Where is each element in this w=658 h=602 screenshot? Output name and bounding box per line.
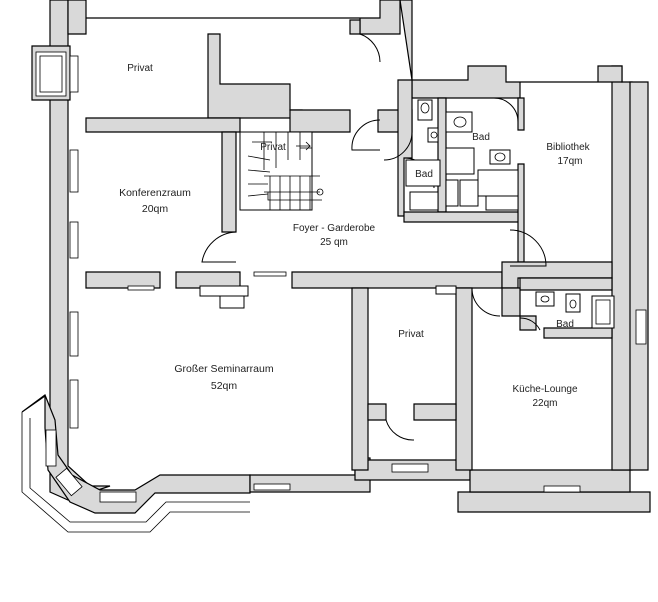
wall-foyer-bottom [291,271,503,289]
wall-bath-r-inner [519,315,537,331]
wall-privat-top-inner [349,19,361,35]
label-konferenz-area: 20qm [142,203,169,215]
wall-right-exterior [611,65,633,471]
wall-bath-right [517,97,525,131]
wall-kueche-bottom [469,469,631,493]
windows [45,55,647,503]
room-labels: Privat Privat Konferenzraum 20qm Foyer -… [119,63,591,409]
wall-bath-r-left [501,287,521,317]
wall-bottom-right [457,491,651,513]
wall-bath-bottom [403,211,521,223]
label-privat-mid: Privat [398,329,424,340]
wall-bath-mid [437,97,447,213]
wall-stair-top [289,109,351,133]
wall-bath-r-top [519,277,613,291]
interior-walls [67,0,613,471]
label-bad-left: Bad [415,169,433,180]
bay-outline [21,412,250,533]
label-seminar-name: Großer Seminarraum [174,363,273,375]
wall-bibliothek-left [517,163,525,263]
wall-seminar-right [351,287,369,471]
label-bibliothek-area: 17qm [557,156,582,167]
label-kueche-name: Küche-Lounge [512,384,577,395]
label-bad-right: Bad [556,319,574,330]
wall-privat-mid-mid-r [413,403,457,421]
label-foyer-area: 25 qm [320,237,348,248]
wall-top-right [399,0,623,99]
label-bibliothek-name: Bibliothek [546,142,590,153]
outer-walls [21,0,651,533]
label-seminar-area: 52qm [211,380,238,392]
wall-privat-mid-right [455,287,473,471]
wall-right-far [629,81,649,471]
label-privat-stair: Privat [260,142,286,153]
wall-privat-divider [85,117,241,133]
staircase [239,131,324,211]
label-bad-top: Bad [472,132,490,143]
wall-privat-right [207,33,303,119]
wall-konferenz-right [221,131,237,233]
wall-konferenz-bottom [85,271,161,289]
label-kueche-area: 22qm [532,398,557,409]
label-privat-top: Privat [127,63,153,74]
wall-privat-mid-mid [367,403,387,421]
wall-top-band [67,0,401,35]
fixtures [199,99,615,329]
wall-bath-r-bottom [543,327,613,339]
label-foyer-name: Foyer - Garderobe [293,223,376,234]
label-konferenz-name: Konferenzraum [119,187,191,199]
